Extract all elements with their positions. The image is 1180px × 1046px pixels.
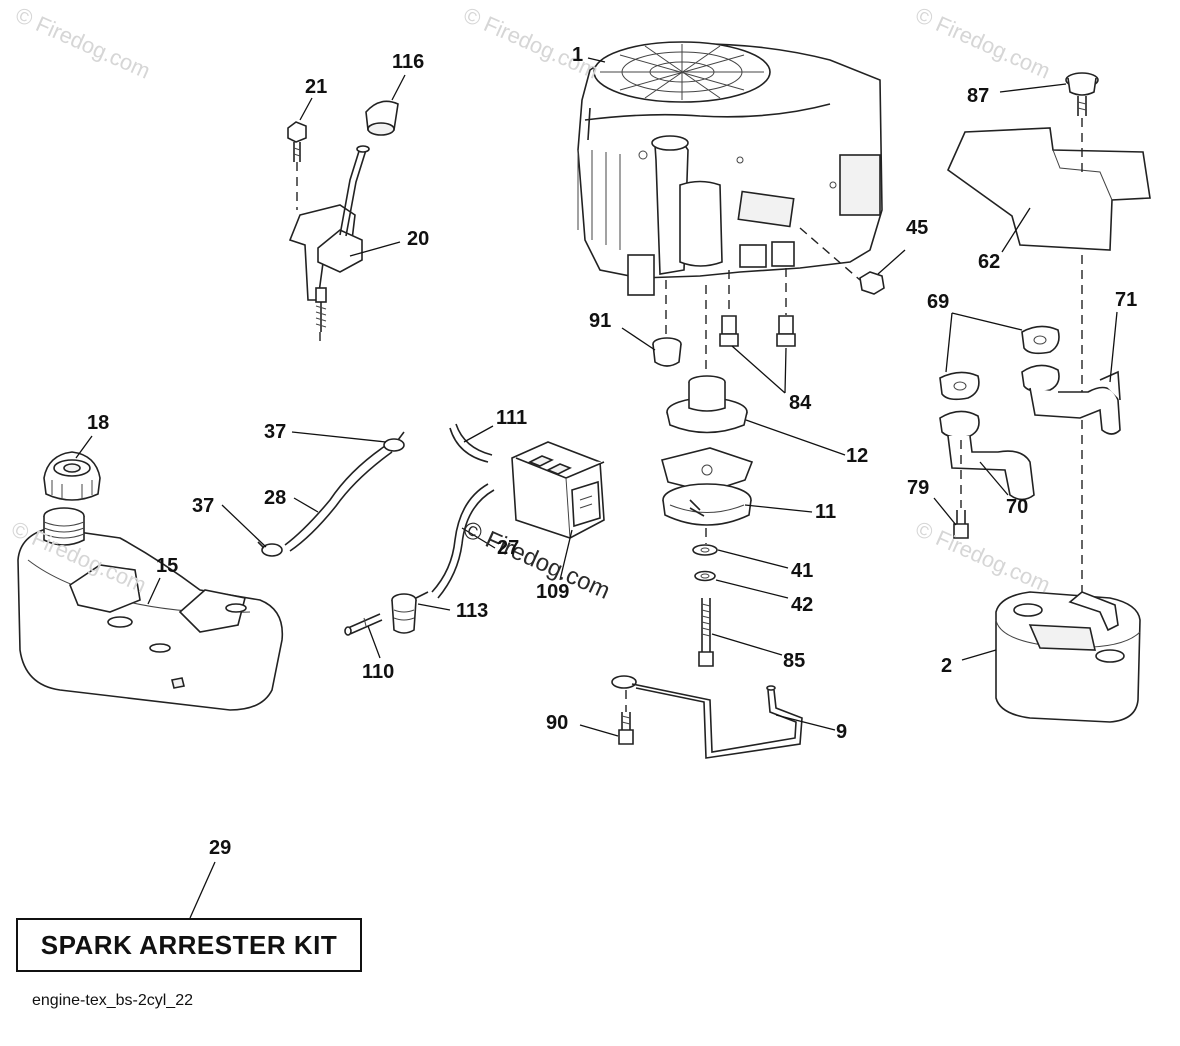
heat-shield-part-62[interactable] <box>947 127 1151 251</box>
callout-69: 69 <box>927 291 950 313</box>
callout-111: 111 <box>496 407 528 429</box>
callout-62: 62 <box>978 251 1001 273</box>
bolt-part-84[interactable] <box>719 315 796 347</box>
clutch-part-11[interactable] <box>661 447 754 526</box>
callout-28: 28 <box>264 487 287 509</box>
spacer-part-91[interactable] <box>652 337 682 367</box>
bolt-part-85[interactable] <box>698 598 714 667</box>
callout-109: 109 <box>536 581 570 603</box>
callout-41: 41 <box>791 560 814 582</box>
exhaust-pipe-part-71[interactable] <box>1021 364 1121 435</box>
connector-part-110[interactable] <box>344 613 383 636</box>
fuel-neck <box>43 507 85 546</box>
callout-116: 116 <box>392 51 425 73</box>
callout-12: 12 <box>846 445 869 467</box>
callout-113: 113 <box>456 600 489 622</box>
diagram-id-text: engine-tex_bs-2cyl_22 <box>32 992 193 1009</box>
callout-20: 20 <box>407 228 430 250</box>
callout-87: 87 <box>967 85 990 107</box>
exhaust-pipe-part-70[interactable] <box>939 410 1035 501</box>
spark-arrester-kit-box[interactable]: SPARK ARRESTER KIT <box>16 918 362 972</box>
fuel-filter-part-109[interactable] <box>511 441 605 539</box>
callout-84: 84 <box>789 392 812 414</box>
hose-part-111[interactable] <box>449 423 493 463</box>
nut-part-45[interactable] <box>859 271 885 295</box>
callout-71: 71 <box>1115 289 1138 311</box>
callout-29: 29 <box>209 837 232 859</box>
callout-70: 70 <box>1006 496 1029 518</box>
callout-18: 18 <box>87 412 110 434</box>
callout-42: 42 <box>791 594 814 616</box>
pulley-part-12[interactable] <box>666 375 748 434</box>
fuel-tank-part-15[interactable] <box>17 527 284 711</box>
callout-2: 2 <box>941 655 953 677</box>
callout-37: 37 <box>192 495 215 517</box>
muffler-part-2[interactable] <box>995 591 1141 723</box>
callout-79: 79 <box>907 477 930 499</box>
hose-part-27[interactable] <box>431 483 495 599</box>
callout-21: 21 <box>305 76 328 98</box>
gasket-part-69[interactable] <box>939 325 1060 401</box>
callout-27: 27 <box>497 537 520 559</box>
bolt-part-79[interactable] <box>953 510 969 539</box>
callout-37: 37 <box>264 421 287 443</box>
callout-91: 91 <box>589 310 612 332</box>
rod-part-9[interactable] <box>611 675 803 759</box>
callout-15: 15 <box>156 555 179 577</box>
throttle-control-part-20[interactable] <box>288 145 370 346</box>
callout-1: 1 <box>572 44 584 66</box>
bolt-part-21[interactable] <box>287 121 307 210</box>
knob-part-116[interactable] <box>365 100 399 136</box>
bolt-part-90[interactable] <box>618 712 634 745</box>
fuel-hose-part-28[interactable] <box>284 445 393 552</box>
callout-9: 9 <box>836 721 848 743</box>
bolt-part-87[interactable] <box>1065 72 1099 116</box>
engine-part-1[interactable] <box>577 41 883 296</box>
callout-110: 110 <box>362 661 395 683</box>
clamp-part-37[interactable] <box>257 431 405 557</box>
callout-85: 85 <box>783 650 806 672</box>
washer-part-41[interactable] <box>692 544 718 556</box>
shutoff-valve-part-113[interactable] <box>391 591 429 634</box>
callout-45: 45 <box>906 217 929 239</box>
fuel-cap-part-18[interactable] <box>43 451 101 501</box>
washer-part-42[interactable] <box>694 570 716 582</box>
callout-11: 11 <box>815 501 837 523</box>
callout-90: 90 <box>546 712 569 734</box>
spark-arrester-kit-label: SPARK ARRESTER KIT <box>40 929 338 960</box>
